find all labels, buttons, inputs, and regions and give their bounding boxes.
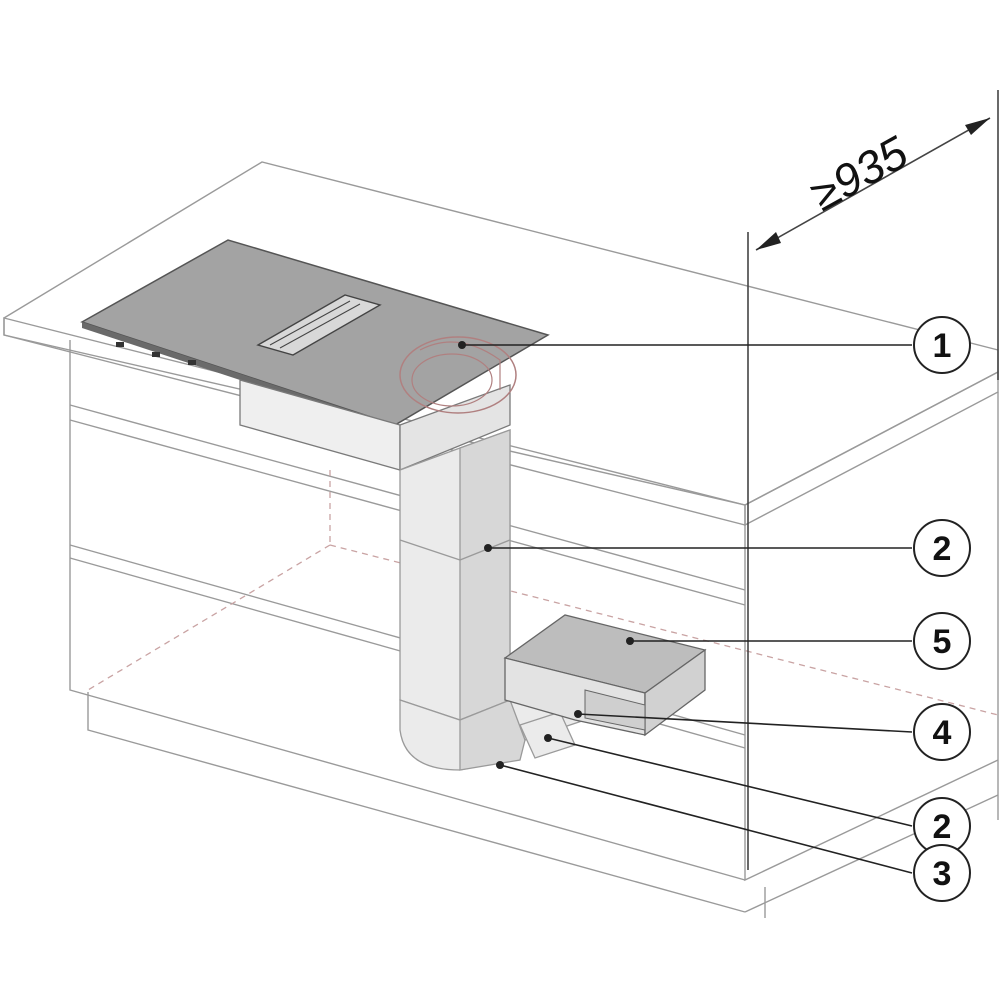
leader-4 (577, 713, 913, 733)
callout-4: 4 (913, 703, 971, 761)
leader-dot-2a (484, 544, 492, 552)
callout-1-label: 1 (933, 327, 952, 365)
leader-dot-2b (544, 734, 552, 742)
callout-2b-label: 2 (933, 808, 952, 846)
callout-1: 1 (913, 316, 971, 374)
dimension-label: ≥935 (802, 126, 917, 221)
leader-dot-4 (574, 710, 582, 718)
callout-5: 5 (913, 612, 971, 670)
callout-3-label: 3 (933, 855, 952, 893)
leader-lines (458, 341, 913, 874)
vertical-duct (399, 429, 511, 721)
leader-dot-1 (458, 341, 466, 349)
dimension-arrowhead-left (756, 232, 781, 250)
leader-2b (547, 737, 913, 827)
callout-2a-label: 2 (933, 530, 952, 568)
callout-3: 3 (913, 844, 971, 902)
leader-3 (499, 764, 913, 874)
leader-dot-3 (496, 761, 504, 769)
callout-4-label: 4 (933, 714, 952, 752)
dimension-arrowhead-right (965, 118, 990, 135)
hob-housing (239, 336, 517, 471)
leader-dot-5 (626, 637, 634, 645)
callouts: 1 2 5 4 2 3 (913, 316, 971, 902)
callout-5-label: 5 (933, 623, 952, 661)
fan-outlet (399, 336, 517, 414)
duct-bend (399, 699, 531, 771)
callout-2b: 2 (913, 797, 971, 855)
callout-2a: 2 (913, 519, 971, 577)
cabinet (69, 340, 999, 918)
